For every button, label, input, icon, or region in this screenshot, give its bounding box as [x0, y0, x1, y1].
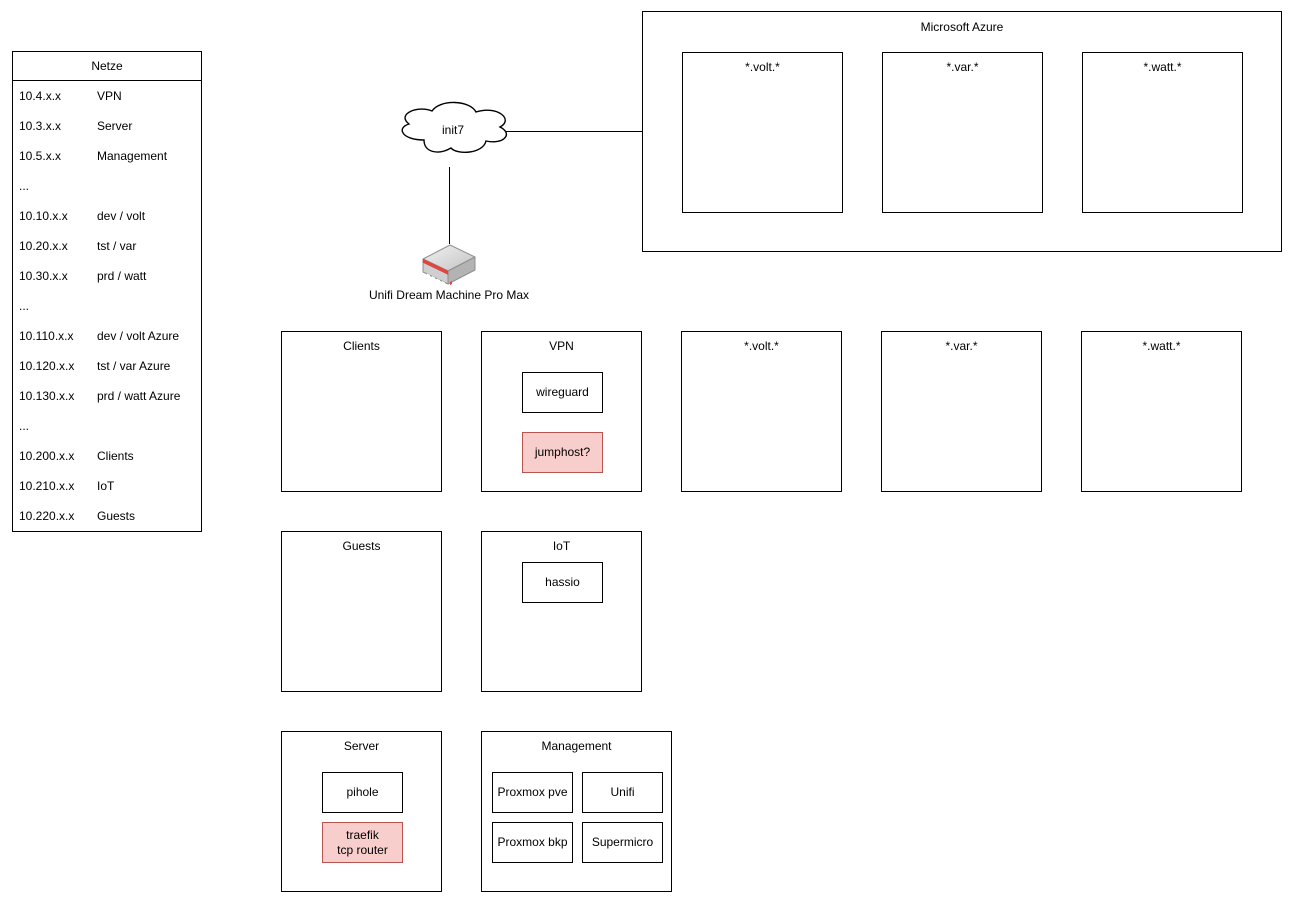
cidr-cell: ...: [19, 299, 30, 313]
cidr-cell: 10.5.x.x: [19, 149, 62, 163]
node-label: Supermicro: [591, 835, 654, 849]
zone-clients: Clients: [281, 331, 442, 492]
router-label: Unifi Dream Machine Pro Max: [368, 288, 530, 302]
zone-title: IoT: [552, 539, 571, 553]
network-name-cell: Clients: [97, 449, 134, 463]
node-label-line1: traefik: [346, 827, 379, 842]
network-name-cell: prd / watt Azure: [97, 389, 181, 403]
node-supermicro: Supermicro: [582, 822, 663, 863]
subnet-title: *.var.*: [946, 60, 979, 74]
table-row: ...: [13, 411, 201, 441]
table-row: 10.210.x.x IoT: [13, 471, 201, 501]
netze-table: Netze 10.4.x.x VPN 10.3.x.x Server 10.5.…: [12, 51, 202, 532]
node-label: Unifi: [610, 785, 635, 799]
internet-cloud-icon: [394, 96, 512, 170]
table-row: 10.30.x.x prd / watt: [13, 261, 201, 291]
node-hassio: hassio: [522, 562, 603, 603]
network-name-cell: [97, 291, 201, 321]
table-row: 10.3.x.x Server: [13, 111, 201, 141]
table-row: 10.20.x.x tst / var: [13, 231, 201, 261]
cloud-to-azure-edge: [506, 131, 642, 132]
node-label: wireguard: [536, 385, 589, 399]
zone-title: Clients: [343, 339, 380, 353]
network-name-cell: Guests: [97, 509, 136, 523]
node-wireguard: wireguard: [522, 372, 603, 413]
zone-title: VPN: [549, 339, 574, 353]
zone-vpn: VPN wireguard jumphost?: [481, 331, 642, 492]
azure-title: Microsoft Azure: [920, 20, 1004, 34]
cidr-cell: 10.3.x.x: [19, 119, 62, 133]
router-icon: [419, 240, 479, 288]
zone-title: Management: [541, 739, 612, 753]
azure-subnet-var: *.var.*: [882, 52, 1043, 213]
table-row: ...: [13, 171, 201, 201]
node-traefik: traefik tcp router: [322, 822, 403, 863]
subnet-title: *.watt.*: [1143, 60, 1182, 74]
cidr-cell: 10.200.x.x: [19, 449, 75, 463]
node-label: pihole: [346, 785, 379, 799]
node-label: jumphost?: [534, 445, 591, 459]
cidr-cell: 10.4.x.x: [19, 89, 62, 103]
zone-title: *.volt.*: [744, 339, 779, 353]
subnet-title: *.volt.*: [745, 60, 780, 74]
network-name-cell: [97, 411, 201, 441]
network-name-cell: IoT: [97, 479, 115, 493]
table-row: 10.110.x.x dev / volt Azure: [13, 321, 201, 351]
network-name-cell: tst / var Azure: [97, 359, 171, 373]
zone-iot: IoT hassio: [481, 531, 642, 692]
table-row: 10.10.x.x dev / volt: [13, 201, 201, 231]
cidr-cell: 10.210.x.x: [19, 479, 75, 493]
netze-table-title: Netze: [13, 52, 201, 81]
node-proxmox-bkp: Proxmox bkp: [492, 822, 573, 863]
zone-title: Server: [343, 739, 380, 753]
zone-title: *.var.*: [945, 339, 978, 353]
cidr-cell: 10.220.x.x: [19, 509, 75, 523]
network-name-cell: Server: [97, 119, 133, 133]
zone-title: Guests: [342, 539, 381, 553]
cidr-cell: ...: [19, 419, 30, 433]
node-pihole: pihole: [322, 772, 403, 813]
cidr-cell: 10.130.x.x: [19, 389, 75, 403]
network-name-cell: Management: [97, 149, 168, 163]
node-unifi: Unifi: [582, 772, 663, 813]
cidr-cell: 10.10.x.x: [19, 209, 68, 223]
table-row: 10.5.x.x Management: [13, 141, 201, 171]
network-name-cell: [97, 171, 201, 201]
isp-label: init7: [441, 123, 464, 137]
zone-server: Server pihole traefik tcp router: [281, 731, 442, 892]
zone-var: *.var.*: [881, 331, 1042, 492]
network-name-cell: VPN: [97, 89, 122, 103]
table-row: 10.4.x.x VPN: [13, 81, 201, 111]
zone-title: *.watt.*: [1142, 339, 1181, 353]
network-name-cell: dev / volt Azure: [97, 329, 180, 343]
zone-management: Management Proxmox pve Unifi Proxmox bkp…: [481, 731, 672, 892]
node-label: Proxmox pve: [497, 785, 568, 799]
table-row: 10.220.x.x Guests: [13, 501, 201, 531]
azure-container: Microsoft Azure *.volt.* *.var.* *.watt.…: [642, 11, 1282, 252]
network-name-cell: prd / watt: [97, 269, 147, 283]
node-label: hassio: [545, 575, 580, 589]
cloud-to-router-edge: [449, 167, 450, 244]
table-row: 10.200.x.x Clients: [13, 441, 201, 471]
node-label: Proxmox bkp: [497, 835, 568, 849]
cidr-cell: 10.110.x.x: [19, 329, 74, 343]
cidr-cell: 10.120.x.x: [19, 359, 75, 373]
azure-subnet-watt: *.watt.*: [1082, 52, 1243, 213]
table-row: 10.130.x.x prd / watt Azure: [13, 381, 201, 411]
cidr-cell: 10.30.x.x: [19, 269, 68, 283]
zone-watt: *.watt.*: [1081, 331, 1242, 492]
network-name-cell: tst / var: [97, 239, 137, 253]
cidr-cell: ...: [19, 179, 30, 193]
azure-subnet-volt: *.volt.*: [682, 52, 843, 213]
network-name-cell: dev / volt: [97, 209, 146, 223]
zone-volt: *.volt.*: [681, 331, 842, 492]
node-label-line2: tcp router: [337, 842, 388, 857]
node-jumphost: jumphost?: [522, 432, 603, 473]
node-proxmox-pve: Proxmox pve: [492, 772, 573, 813]
table-row: 10.120.x.x tst / var Azure: [13, 351, 201, 381]
zone-guests: Guests: [281, 531, 442, 692]
cidr-cell: 10.20.x.x: [19, 239, 68, 253]
table-row: ...: [13, 291, 201, 321]
